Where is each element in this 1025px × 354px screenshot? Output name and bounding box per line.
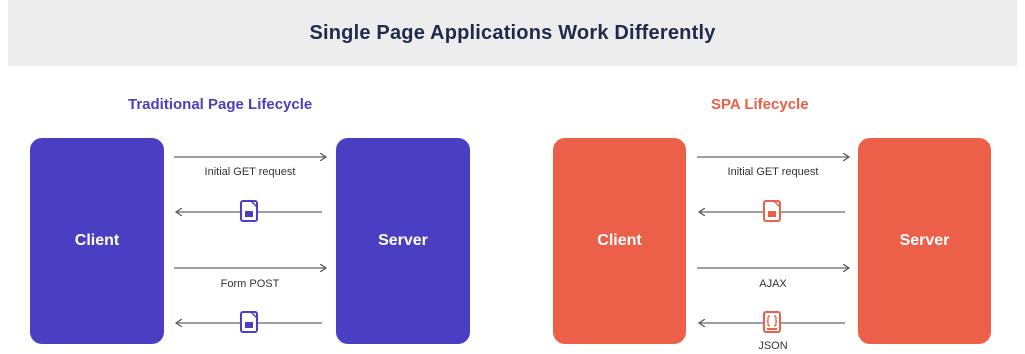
spa-client-box: Client <box>553 138 686 344</box>
traditional-post-label: Form POST <box>220 278 280 290</box>
document-icon <box>763 200 781 222</box>
document-icon <box>240 200 258 222</box>
traditional-server-box: Server <box>336 138 470 344</box>
header-banner: Single Page Applications Work Differentl… <box>8 0 1017 66</box>
spa-get-label: Initial GET request <box>727 166 819 178</box>
spa-section-title: SPA Lifecycle <box>711 96 809 113</box>
json-file-icon <box>763 311 781 333</box>
spa-json-label: JSON <box>758 340 788 352</box>
spa-server-label: Server <box>899 232 950 249</box>
traditional-get-label: Initial GET request <box>204 166 296 178</box>
spa-client-label: Client <box>597 232 642 249</box>
traditional-client-label: Client <box>74 232 120 249</box>
spa-server-box: Server <box>858 138 991 344</box>
page-title: Single Page Applications Work Differentl… <box>309 21 716 44</box>
traditional-server-label: Server <box>378 232 428 249</box>
spa-ajax-label: AJAX <box>759 278 787 290</box>
traditional-client-box: Client <box>30 138 164 344</box>
document-icon <box>240 311 258 333</box>
traditional-section-title: Traditional Page Lifecycle <box>128 96 313 113</box>
